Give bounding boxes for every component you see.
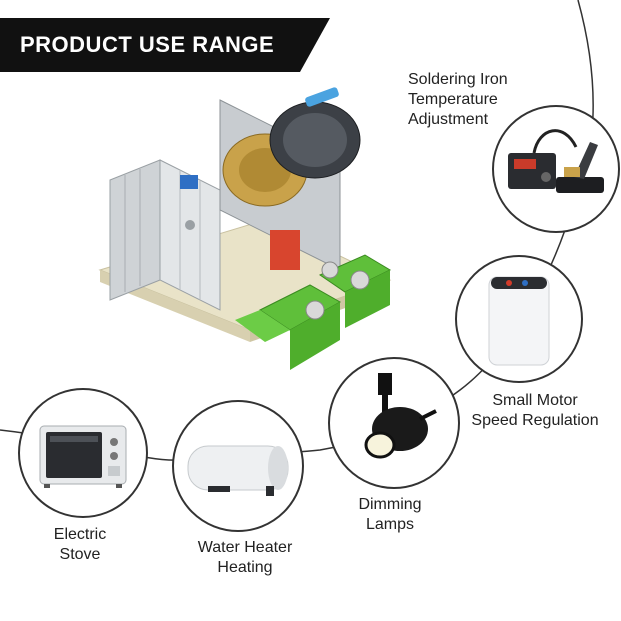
label-line: Electric [53, 526, 107, 543]
label-line: Heating [217, 559, 273, 576]
application-lamps [328, 357, 460, 489]
application-heater [172, 400, 304, 532]
water-heater-icon [187, 445, 289, 496]
label-line: Stove [59, 546, 101, 563]
label-stove: Electric Stove [30, 525, 130, 565]
spotlight-icon [364, 373, 437, 459]
dimmer-module-image [98, 87, 392, 370]
motor-icon [488, 276, 550, 366]
application-soldering [492, 105, 620, 233]
label-heater: Water Heater Heating [175, 538, 315, 578]
label-line: Lamps [365, 516, 415, 533]
application-motor [455, 255, 583, 383]
banner-title: PRODUCT USE RANGE [20, 32, 275, 57]
label-line: Small Motor [492, 392, 578, 409]
label-line: Dimming [358, 496, 422, 513]
label-soldering: Soldering Iron Temperature Adjustment [408, 70, 508, 130]
label-line: Soldering Iron [408, 71, 508, 88]
application-stove [18, 388, 148, 518]
label-line: Adjustment [408, 111, 489, 128]
label-line: Water Heater [197, 539, 293, 556]
soldering-station-icon [508, 129, 604, 193]
label-line: Speed Regulation [471, 412, 599, 429]
label-lamps: Dimming Lamps [335, 495, 445, 535]
electric-oven-icon [39, 425, 127, 488]
title-banner: PRODUCT USE RANGE [0, 18, 330, 72]
label-line: Temperature [408, 91, 498, 108]
label-motor: Small Motor Speed Regulation [460, 391, 610, 431]
